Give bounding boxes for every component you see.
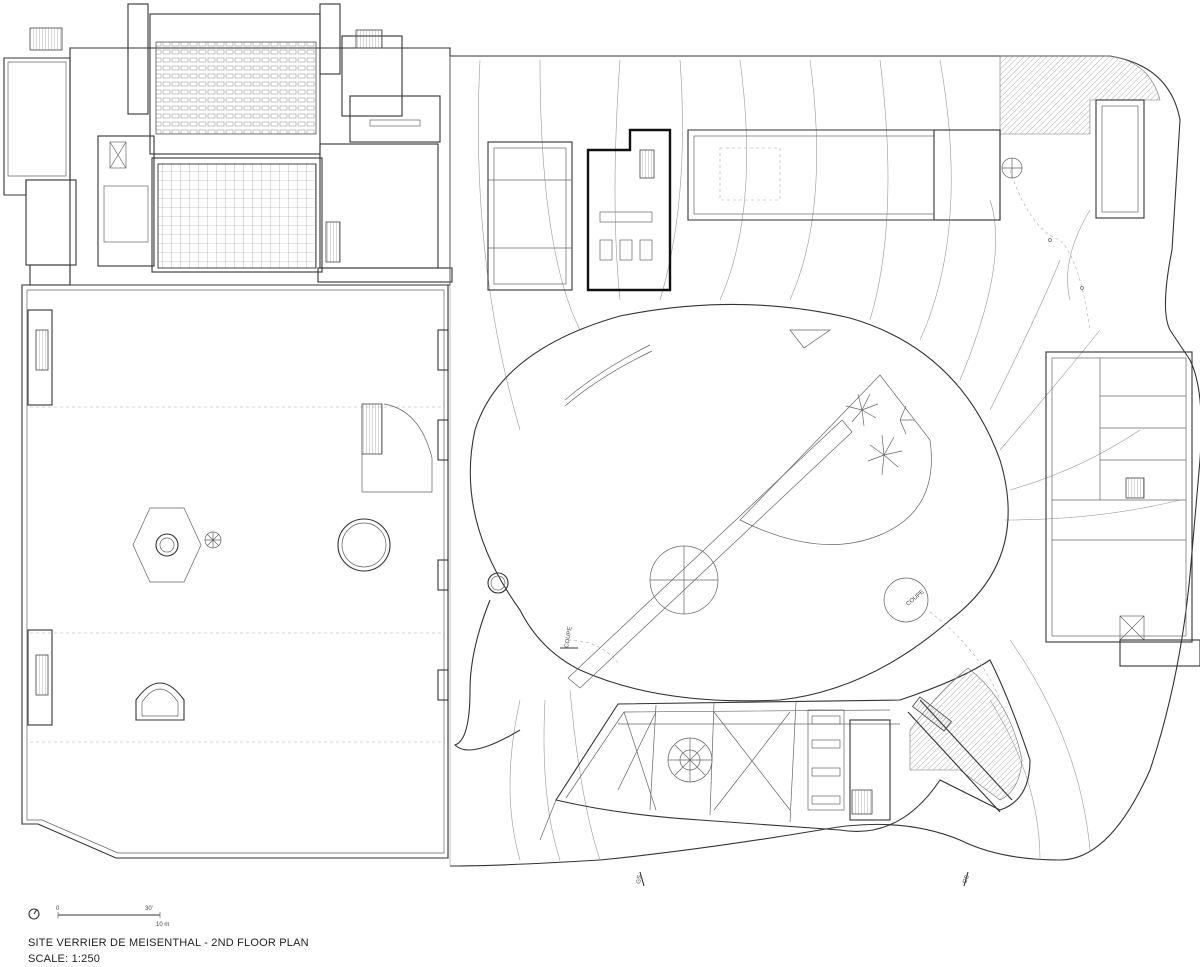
lower-wing-building [539, 659, 1031, 841]
section-cut-bottom-left: GS [636, 875, 643, 885]
section-cut-bottom-right: GS [962, 874, 971, 884]
section-mark-right: COUPE [905, 589, 925, 607]
scale-m: 10 m [156, 922, 169, 928]
oval-plaza [453, 303, 1009, 751]
scale-ft: 30' [145, 906, 153, 912]
drawing-scale: SCALE: 1:250 [28, 953, 101, 965]
left-building-complex [3, 3, 453, 859]
section-mark-left: COUPE [564, 626, 574, 648]
scale-zero: 0 [56, 906, 60, 912]
site-boundary [449, 55, 1200, 867]
scale-bar: 0 30' 10 m [56, 906, 169, 928]
drawing-title: SITE VERRIER DE MEISENTHAL - 2ND FLOOR P… [28, 937, 309, 949]
right-building [1045, 351, 1200, 667]
north-arrow [28, 908, 40, 920]
central-pavilions [487, 99, 1145, 292]
site-grid-lines [449, 56, 1181, 866]
title-block: SITE VERRIER DE MEISENTHAL - 2ND FLOOR P… [28, 935, 309, 967]
